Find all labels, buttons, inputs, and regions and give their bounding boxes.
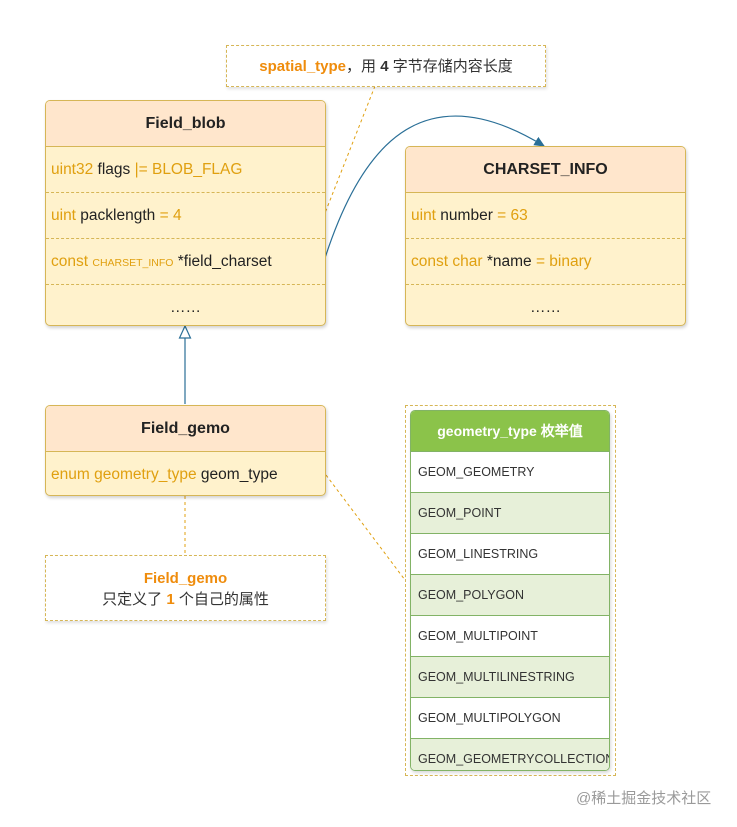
note-gemo-text: 只定义了 1 个自己的属性 — [46, 589, 325, 610]
charset-name-row: const char *name = binary — [406, 239, 685, 285]
field-blob-charset-row: const CHARSET_INFO *field_charset — [46, 239, 325, 285]
note-gemo-post: 个自己的属性 — [174, 591, 269, 608]
note-spatial-type: spatial_type，用 4 字节存储内容长度 — [226, 45, 546, 87]
geometry-enum-table: geometry_type 枚举值 GEOM_GEOMETRY GEOM_POI… — [410, 410, 610, 771]
note-gemo-title: Field_gemo — [143, 570, 228, 587]
geometry-enum-title: geometry_type 枚举值 — [411, 411, 609, 451]
packlength-name: packlength — [76, 207, 160, 224]
packlength-type: uint — [51, 207, 76, 224]
note-spatial-sep: ，用 — [346, 58, 381, 75]
charset-info-title: CHARSET_INFO — [406, 147, 685, 193]
enum-item-multipoint: GEOM_MULTIPOINT — [411, 615, 609, 656]
field-gemo-title: Field_gemo — [46, 406, 325, 452]
charset-number-row: uint number = 63 — [406, 193, 685, 239]
field-blob-class: Field_blob uint32 flags |= BLOB_FLAG uin… — [45, 100, 326, 326]
charset-more-row: …… — [530, 299, 561, 316]
charset-reference-arrow — [324, 115, 546, 259]
charset-name: *field_charset — [173, 253, 272, 270]
enum-item-geometrycollection: GEOM_GEOMETRYCOLLECTION — [411, 738, 609, 770]
charset-keyword: const — [51, 253, 93, 270]
enum-item-multipolygon: GEOM_MULTIPOLYGON — [411, 697, 609, 738]
number-type: uint — [411, 207, 436, 224]
charset-type: CHARSET_INFO — [92, 257, 174, 269]
enum-item-point: GEOM_POINT — [411, 492, 609, 533]
inheritance-arrow-icon — [178, 324, 192, 339]
name-name: *name — [482, 253, 536, 270]
field-gemo-class: Field_gemo enum geometry_type geom_type — [45, 405, 326, 496]
number-value: = 63 — [497, 207, 528, 224]
number-name: number — [436, 207, 498, 224]
enum-item-polygon: GEOM_POLYGON — [411, 574, 609, 615]
geomtype-name: geom_type — [196, 466, 278, 483]
enum-item-geometry: GEOM_GEOMETRY — [411, 451, 609, 492]
field-gemo-geomtype-row: enum geometry_type geom_type — [46, 452, 325, 495]
field-blob-more-row: …… — [170, 299, 201, 316]
field-blob-packlength-row: uint packlength = 4 — [46, 193, 325, 239]
packlength-value: = 4 — [159, 207, 182, 224]
geomtype-type: enum geometry_type — [51, 466, 197, 483]
note-spatial-num: 4 — [380, 58, 389, 75]
field-blob-flags-row: uint32 flags |= BLOB_FLAG — [46, 147, 325, 193]
charset-info-class: CHARSET_INFO uint number = 63 const char… — [405, 146, 686, 326]
note-gemo-num: 1 — [166, 591, 175, 608]
watermark: @稀土掘金技术社区 — [576, 790, 712, 807]
name-value: = binary — [535, 253, 592, 270]
enum-item-linestring: GEOM_LINESTRING — [411, 533, 609, 574]
flags-value: |= BLOB_FLAG — [134, 161, 243, 178]
note-field-gemo: Field_gemo 只定义了 1 个自己的属性 — [45, 555, 326, 621]
note-gemo-pre: 只定义了 — [102, 591, 167, 608]
flags-type: uint32 — [51, 161, 94, 178]
note-spatial-name: spatial_type — [259, 58, 347, 75]
flags-name: flags — [93, 161, 135, 178]
enum-connector — [325, 474, 409, 585]
note-spatial-connector — [324, 85, 376, 214]
enum-item-multilinestring: GEOM_MULTILINESTRING — [411, 656, 609, 697]
note-spatial-rest: 字节存储内容长度 — [388, 58, 513, 75]
name-type: const char — [411, 253, 483, 270]
field-blob-title: Field_blob — [46, 101, 325, 147]
